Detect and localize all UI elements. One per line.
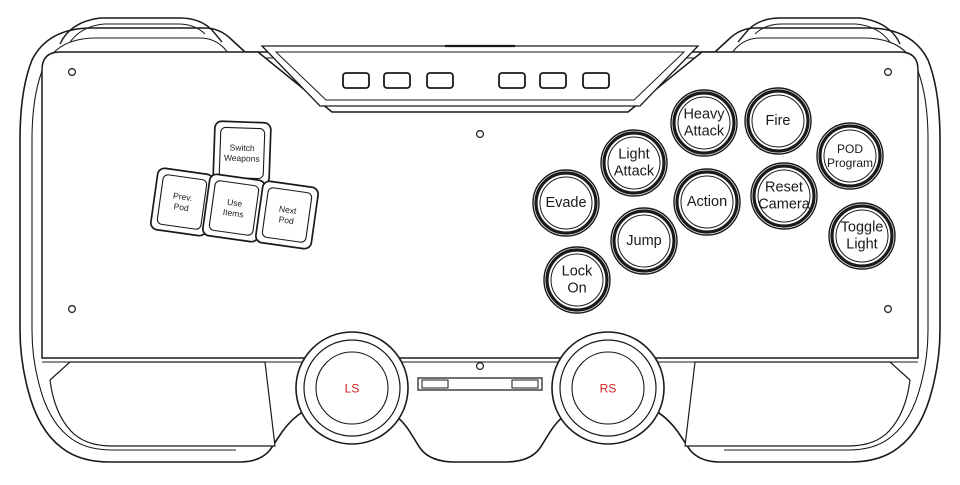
button-toggle-light-label-line-2: Light [846, 237, 877, 253]
button-evade-label-line-1: Evade [545, 195, 586, 211]
screw-2 [883, 67, 892, 76]
center-top-bar [260, 45, 700, 107]
button-fire[interactable]: Fire [744, 87, 812, 155]
center-connector-left-tab [421, 379, 449, 389]
button-reset-camera-label-line-2: Camera [758, 197, 811, 213]
button-reset-camera-label-line-1: Reset [765, 180, 803, 196]
button-light-attack-label-line-2: Attack [614, 164, 655, 180]
left-bumper-inner [69, 23, 206, 43]
center-connector [417, 377, 543, 391]
left-stick-label: LS [345, 382, 360, 396]
right-bumper[interactable] [737, 17, 901, 45]
key-prev-pod-label-line-1: Prev. [173, 191, 193, 204]
menu-button-1[interactable] [342, 72, 370, 89]
key-prev-pod-label-line-2: Pod [173, 201, 190, 213]
screw-4 [67, 305, 76, 314]
key-next-pod-label-line-1: Next [278, 204, 297, 216]
button-pod-program-label-line-1: POD [837, 142, 863, 156]
left-stick[interactable]: LS [295, 331, 409, 445]
screw-group [67, 67, 892, 371]
key-prev-pod[interactable]: Prev.Pod [150, 167, 214, 237]
button-heavy-attack-label-line-1: Heavy [683, 107, 725, 123]
right-grip-panel [684, 361, 911, 447]
button-lock-on-label-line-2: On [567, 281, 586, 297]
screw-5 [883, 305, 892, 314]
button-action-label-line-1: Action [687, 194, 727, 210]
menu-button-6[interactable] [582, 72, 610, 89]
screw-3 [476, 130, 485, 139]
action-button-cluster: HeavyAttackFirePODProgramLightAttackActi… [532, 87, 896, 314]
menu-button-5[interactable] [539, 72, 567, 89]
left-grip-panel [49, 361, 276, 447]
key-switch-weapons-label-line-1: Switch [229, 142, 255, 153]
key-use-items-label-line-1: Use [227, 197, 244, 209]
key-next-pod-label-line-2: Pod [278, 214, 295, 226]
screw-6 [476, 362, 485, 371]
left-bumper[interactable] [59, 17, 223, 45]
button-action[interactable]: Action [673, 168, 741, 236]
button-lock-on-label-line-1: Lock [562, 264, 593, 280]
center-top-bar-inner [274, 51, 686, 101]
menu-button-2[interactable] [383, 72, 411, 89]
button-fire-label-line-1: Fire [766, 113, 791, 129]
key-switch-weapons-label-line-2: Weapons [224, 153, 260, 164]
button-jump-label-line-1: Jump [626, 233, 661, 249]
button-toggle-light-label-line-1: Toggle [841, 220, 884, 236]
menu-button-3[interactable] [426, 72, 454, 89]
menu-button-row [342, 72, 610, 89]
right-stick-label: RS [600, 382, 617, 396]
screw-1 [67, 67, 76, 76]
right-bumper-inner [754, 23, 891, 43]
right-stick[interactable]: RS [551, 331, 665, 445]
menu-button-4[interactable] [498, 72, 526, 89]
button-heavy-attack-label-line-2: Attack [684, 124, 725, 140]
button-light-attack-label-line-1: Light [618, 147, 649, 163]
button-pod-program-label-line-2: Program [827, 156, 873, 170]
key-use-items-label-line-2: Items [222, 207, 244, 220]
center-connector-right-tab [511, 379, 539, 389]
button-jump[interactable]: Jump [610, 207, 678, 275]
button-evade[interactable]: Evade [532, 169, 600, 237]
